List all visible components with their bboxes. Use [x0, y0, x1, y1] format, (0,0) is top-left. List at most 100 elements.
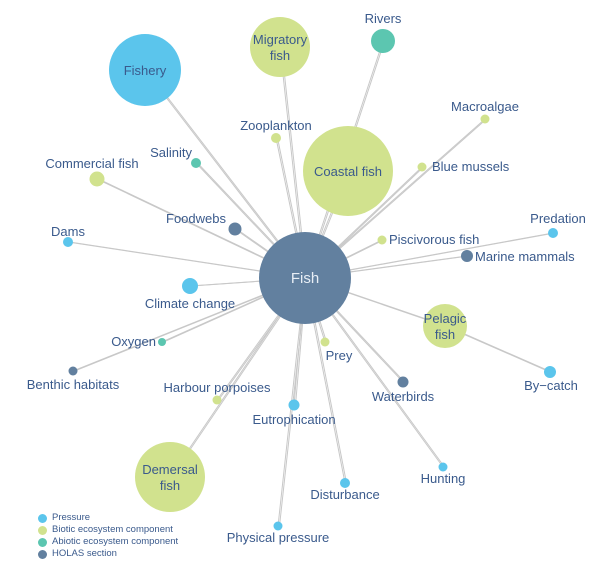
- legend-label: Pressure: [52, 512, 91, 523]
- nodes-layer: FisheryMigratoryfishRiversMacroalgaeZoop…: [27, 11, 586, 545]
- node-circle-salinity[interactable]: [191, 158, 201, 168]
- node-prey[interactable]: Prey: [320, 337, 353, 364]
- node-circle-oxygen[interactable]: [158, 338, 166, 346]
- node-circle-benthic-habitats[interactable]: [68, 366, 78, 376]
- node-circle-piscivorous-fish[interactable]: [377, 235, 387, 245]
- legend-label: Biotic ecosystem component: [52, 524, 173, 535]
- node-circle-zooplankton[interactable]: [271, 133, 281, 143]
- node-macroalgae[interactable]: Macroalgae: [451, 99, 519, 124]
- node-fishery[interactable]: Fishery: [109, 34, 181, 106]
- legend-label: Abiotic ecosystem component: [52, 536, 179, 547]
- node-label-commercial-fish: Commercial fish: [45, 156, 138, 171]
- node-circle-coastal-fish[interactable]: [303, 126, 393, 216]
- node-circle-macroalgae[interactable]: [480, 114, 490, 124]
- node-waterbirds[interactable]: Waterbirds: [372, 376, 435, 405]
- node-circle-harbour-porpoises[interactable]: [212, 395, 222, 405]
- legend: Pressure Biotic ecosystem component Abio…: [38, 512, 178, 560]
- node-label-predation: Predation: [530, 211, 586, 226]
- node-harbour-porpoises[interactable]: Harbour porpoises: [164, 380, 271, 405]
- node-by-catch[interactable]: By−catch: [524, 366, 578, 393]
- node-label-hunting: Hunting: [421, 471, 466, 486]
- node-circle-dams[interactable]: [63, 237, 73, 247]
- node-eutrophication[interactable]: Eutrophication: [252, 399, 336, 428]
- node-circle-commercial-fish[interactable]: [89, 171, 105, 187]
- node-label-oxygen: Oxygen: [111, 334, 156, 349]
- node-marine-mammals[interactable]: Marine mammals: [461, 249, 575, 264]
- node-salinity[interactable]: Salinity: [150, 145, 201, 168]
- legend-item-abiotic: Abiotic ecosystem component: [38, 536, 178, 548]
- node-circle-migratory-fish[interactable]: [250, 17, 310, 77]
- node-benthic-habitats[interactable]: Benthic habitats: [27, 366, 120, 393]
- node-label-migratory-fish: fish: [270, 48, 290, 63]
- node-label-salinity: Salinity: [150, 145, 192, 160]
- node-label-blue-mussels: Blue mussels: [432, 159, 510, 174]
- node-fish[interactable]: Fish: [259, 232, 351, 324]
- legend-label: HOLAS section: [52, 548, 117, 559]
- node-label-dams: Dams: [51, 224, 85, 239]
- node-circle-fish[interactable]: [259, 232, 351, 324]
- node-circle-rivers[interactable]: [371, 29, 395, 53]
- node-circle-by-catch[interactable]: [544, 366, 556, 378]
- node-label-prey: Prey: [326, 348, 353, 363]
- node-disturbance[interactable]: Disturbance: [310, 478, 380, 502]
- node-circle-waterbirds[interactable]: [397, 376, 409, 388]
- node-foodwebs[interactable]: Foodwebs: [166, 211, 242, 236]
- node-label-foodwebs: Foodwebs: [166, 211, 226, 226]
- node-blue-mussels[interactable]: Blue mussels: [417, 159, 510, 174]
- node-label-fish: Fish: [291, 270, 319, 287]
- legend-item-holas: HOLAS section: [38, 548, 178, 560]
- node-label-climate-change: Climate change: [145, 296, 235, 311]
- node-circle-demersal-fish[interactable]: [135, 442, 205, 512]
- node-circle-marine-mammals[interactable]: [461, 250, 473, 262]
- legend-dot-pressure: [38, 513, 47, 523]
- node-label-marine-mammals: Marine mammals: [475, 249, 575, 264]
- node-circle-hunting[interactable]: [438, 462, 448, 472]
- node-label-disturbance: Disturbance: [310, 487, 379, 502]
- node-label-fishery: Fishery: [124, 63, 167, 78]
- node-label-piscivorous-fish: Piscivorous fish: [389, 232, 479, 247]
- node-circle-disturbance[interactable]: [340, 478, 350, 488]
- node-physical-pressure[interactable]: Physical pressure: [227, 521, 330, 546]
- node-circle-climate-change[interactable]: [182, 278, 198, 294]
- node-label-demersal-fish: Demersal: [142, 462, 198, 477]
- node-rivers[interactable]: Rivers: [365, 11, 402, 53]
- legend-dot-abiotic: [38, 537, 47, 547]
- node-commercial-fish[interactable]: Commercial fish: [45, 156, 139, 187]
- node-hunting[interactable]: Hunting: [421, 462, 466, 487]
- node-circle-pelagic-fish[interactable]: [423, 304, 467, 348]
- legend-item-pressure: Pressure: [38, 512, 178, 524]
- legend-dot-holas: [38, 549, 47, 559]
- legend-item-biotic: Biotic ecosystem component: [38, 524, 178, 536]
- node-label-macroalgae: Macroalgae: [451, 99, 519, 114]
- legend-dot-biotic: [38, 525, 47, 535]
- node-circle-eutrophication[interactable]: [288, 399, 300, 411]
- node-label-benthic-habitats: Benthic habitats: [27, 377, 120, 392]
- node-circle-predation[interactable]: [548, 228, 558, 238]
- node-circle-fishery[interactable]: [109, 34, 181, 106]
- node-label-pelagic-fish: fish: [435, 327, 455, 342]
- node-label-migratory-fish: Migratory: [253, 32, 308, 47]
- node-label-physical-pressure: Physical pressure: [227, 530, 330, 545]
- node-label-harbour-porpoises: Harbour porpoises: [164, 380, 271, 395]
- node-piscivorous-fish[interactable]: Piscivorous fish: [377, 232, 480, 247]
- node-coastal-fish[interactable]: Coastal fish: [303, 126, 393, 216]
- node-label-coastal-fish: Coastal fish: [314, 164, 382, 179]
- node-predation[interactable]: Predation: [530, 211, 586, 238]
- node-circle-foodwebs[interactable]: [228, 222, 242, 236]
- node-circle-physical-pressure[interactable]: [273, 521, 283, 531]
- node-label-pelagic-fish: Pelagic: [424, 311, 467, 326]
- node-circle-prey[interactable]: [320, 337, 330, 347]
- node-label-eutrophication: Eutrophication: [252, 412, 335, 427]
- node-dams[interactable]: Dams: [51, 224, 85, 247]
- node-circle-blue-mussels[interactable]: [417, 162, 427, 172]
- node-oxygen[interactable]: Oxygen: [111, 334, 166, 349]
- node-label-rivers: Rivers: [365, 11, 402, 26]
- node-label-demersal-fish: fish: [160, 478, 180, 493]
- node-climate-change[interactable]: Climate change: [145, 278, 235, 311]
- node-label-zooplankton: Zooplankton: [240, 118, 312, 133]
- node-zooplankton[interactable]: Zooplankton: [240, 118, 312, 143]
